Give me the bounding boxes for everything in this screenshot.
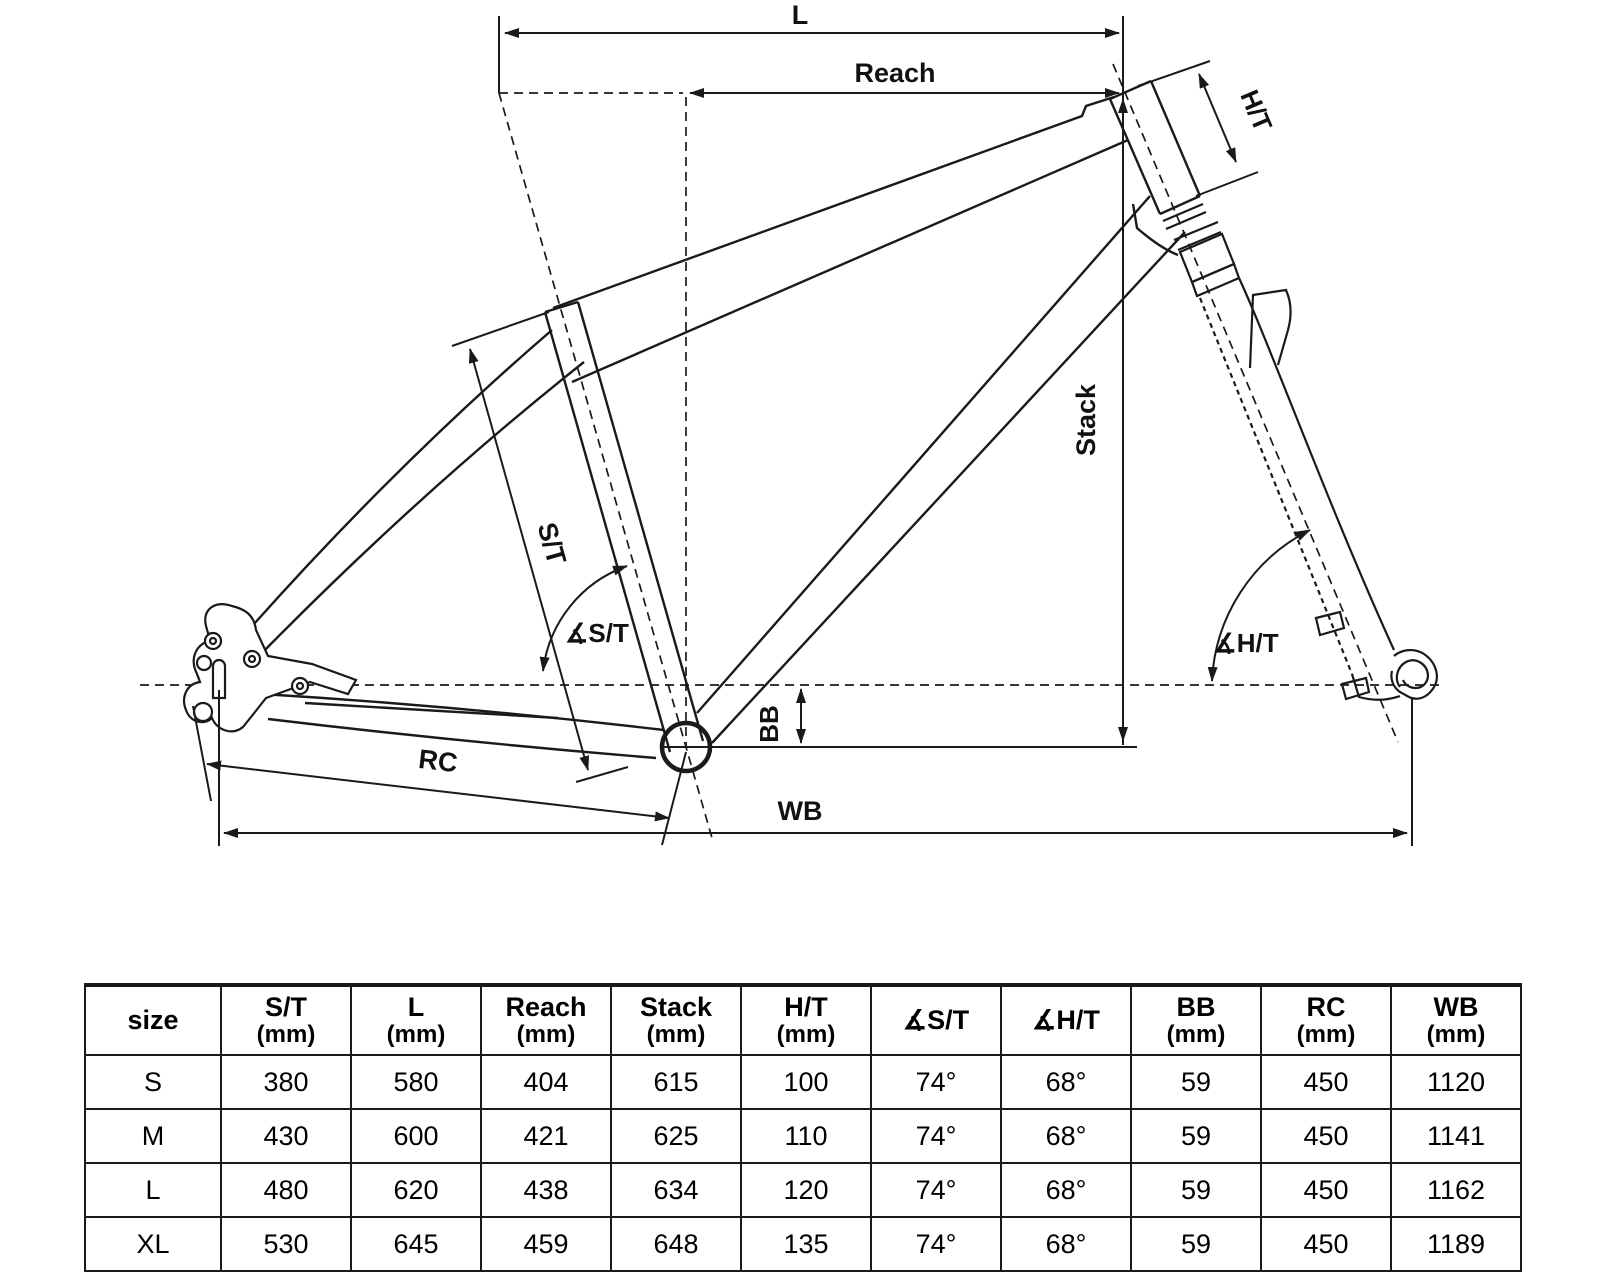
column-header-2: L(mm) [350,983,482,1056]
value-cell: 615 [610,1054,742,1110]
value-cell: 68° [1000,1108,1132,1164]
front-dropout [1390,649,1438,700]
column-header-6: ∡S/T [870,983,1002,1056]
label-rc: RC [417,744,459,778]
value-cell: 68° [1000,1216,1132,1272]
value-cell: 620 [350,1162,482,1218]
label-stack: Stack [1071,383,1101,456]
value-cell: 380 [220,1054,352,1110]
value-cell: 450 [1260,1162,1392,1218]
top-tube [552,95,1115,310]
dimension-labels: L Reach H/T Stack S/T ∡S/T ∡H/T BB RC WB [417,0,1279,826]
value-cell: 648 [610,1216,742,1272]
value-cell: 68° [1000,1054,1132,1110]
label-wb: WB [778,796,823,826]
value-cell: 110 [740,1108,872,1164]
value-cell: 530 [220,1216,352,1272]
size-cell: S [84,1054,222,1110]
dim-angle-st [539,565,628,672]
dim-angle-ht [1207,529,1311,682]
value-cell: 74° [870,1054,1002,1110]
value-cell: 625 [610,1108,742,1164]
value-cell: 600 [350,1108,482,1164]
down-tube [696,195,1151,714]
value-cell: 74° [870,1216,1002,1272]
value-cell: 459 [480,1216,612,1272]
column-header-5: H/T(mm) [740,983,872,1056]
label-reach: Reach [854,58,935,88]
column-header-10: WB(mm) [1390,983,1522,1056]
construction-lines [140,63,1445,839]
dim-ht [1198,73,1237,163]
column-header-0: size [84,983,222,1056]
value-cell: 1141 [1390,1108,1522,1164]
value-cell: 59 [1130,1054,1262,1110]
dim-rc [206,760,670,822]
value-cell: 68° [1000,1162,1132,1218]
value-cell: 480 [220,1162,352,1218]
label-angle-st: ∡S/T [565,618,629,648]
frame-outline [245,79,1202,760]
value-cell: 135 [740,1216,872,1272]
value-cell: 1189 [1390,1216,1522,1272]
value-cell: 59 [1130,1108,1262,1164]
label-angle-ht: ∡H/T [1213,628,1278,658]
seat-tube-axis [498,92,713,839]
head-tube-axis [1112,63,1399,743]
value-cell: 1162 [1390,1162,1522,1218]
size-cell: M [84,1108,222,1164]
label-st: S/T [531,519,572,568]
head-tube [1108,98,1162,215]
column-header-8: BB(mm) [1130,983,1262,1056]
label-l: L [792,0,809,30]
value-cell: 74° [870,1108,1002,1164]
label-ht: H/T [1234,85,1278,135]
value-cell: 634 [610,1162,742,1218]
value-cell: 645 [350,1216,482,1272]
value-cell: 450 [1260,1054,1392,1110]
value-cell: 421 [480,1108,612,1164]
geometry-diagram: L Reach H/T Stack S/T ∡S/T ∡H/T BB RC WB [140,0,1445,846]
rear-dropout [183,603,358,733]
bottom-bracket-circle [659,720,713,774]
size-cell: L [84,1162,222,1218]
size-cell: XL [84,1216,222,1272]
value-cell: 580 [350,1054,482,1110]
front-fork [1162,202,1438,701]
value-cell: 59 [1130,1162,1262,1218]
dim-st [468,348,590,771]
column-header-3: Reach(mm) [480,983,612,1056]
value-cell: 100 [740,1054,872,1110]
value-cell: 438 [480,1162,612,1218]
column-header-4: Stack(mm) [610,983,742,1056]
value-cell: 450 [1260,1108,1392,1164]
value-cell: 1120 [1390,1054,1522,1110]
value-cell: 450 [1260,1216,1392,1272]
column-header-7: ∡H/T [1000,983,1132,1056]
value-cell: 59 [1130,1216,1262,1272]
dimension-lines [192,16,1413,846]
chain-stay [261,692,665,732]
fork-leg [1238,277,1396,651]
value-cell: 74° [870,1162,1002,1218]
label-bb: BB [754,705,784,743]
value-cell: 404 [480,1054,612,1110]
column-header-9: RC(mm) [1260,983,1392,1056]
value-cell: 430 [220,1108,352,1164]
value-cell: 120 [740,1162,872,1218]
column-header-1: S/T(mm) [220,983,352,1056]
